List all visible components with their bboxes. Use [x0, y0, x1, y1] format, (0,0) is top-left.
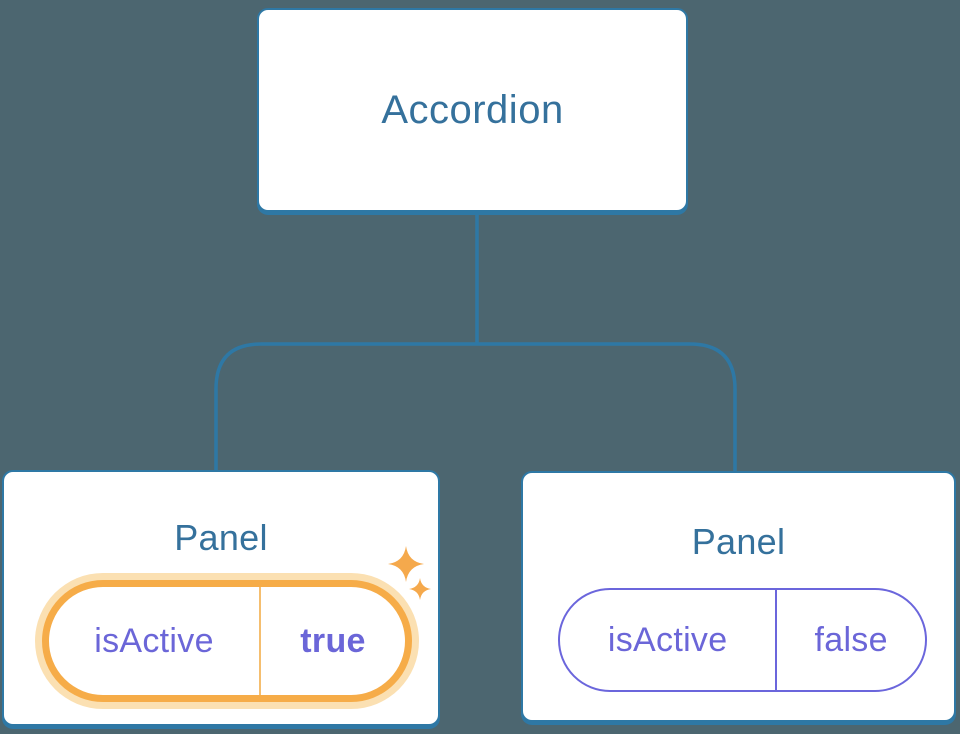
- sparkle-icon: [388, 546, 431, 600]
- prop-value: false: [814, 620, 888, 659]
- panel-node-inactive: Panel isActive false: [521, 471, 956, 722]
- sparkle-large: [388, 546, 424, 582]
- accordion-node-label: Accordion: [381, 87, 564, 132]
- panel-title: Panel: [691, 521, 786, 562]
- panel-title: Panel: [174, 517, 268, 558]
- panel-node-active: Panel isActive true: [2, 470, 440, 726]
- accordion-node: Accordion: [257, 8, 688, 212]
- prop-name: isActive: [560, 590, 778, 690]
- prop-pill-inactive: isActive false: [558, 588, 927, 692]
- prop-pill-active: isActive true: [42, 580, 412, 702]
- prop-name: isActive: [49, 587, 262, 695]
- connector-bracket: [214, 342, 737, 471]
- sparkle-small: [409, 578, 431, 600]
- prop-value: true: [300, 621, 366, 660]
